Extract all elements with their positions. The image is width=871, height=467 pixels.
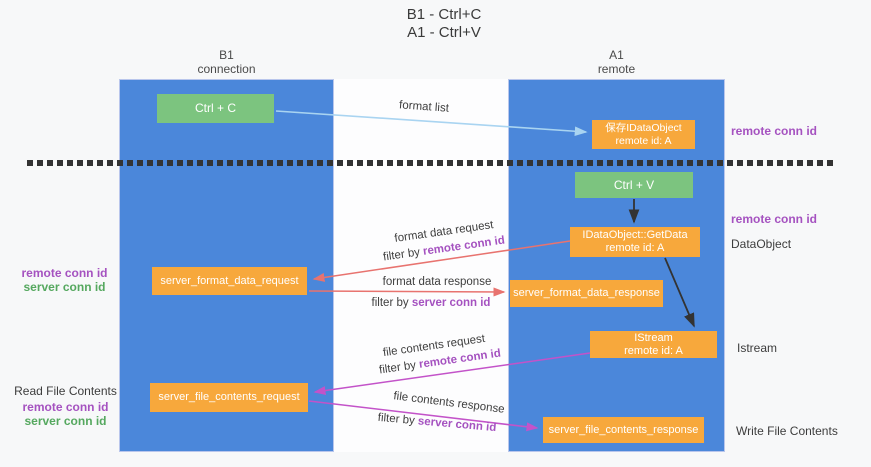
edge-label-format-data-response: format data response [382, 276, 492, 288]
node-server-format-data-response: server_format_data_response [510, 280, 663, 307]
diagram-title: B1 - Ctrl+C A1 - Ctrl+V [294, 6, 594, 42]
right-label-istream: Istream [737, 341, 778, 355]
node-getdata-line1: IDataObject::GetData [582, 229, 688, 241]
node-getdata-line2: remote id: A [605, 242, 665, 254]
node-server-file-contents-request: server_file_contents_request [150, 383, 308, 412]
node-server-format-data-request: server_format_data_request [152, 267, 307, 295]
server-conn-id-text: server conn id [411, 297, 491, 309]
legend1-remote-conn-id: remote conn id [21, 266, 108, 280]
node-istream-line2: remote id: A [624, 344, 683, 357]
left-legend-file: Read File Contents remote conn id server… [8, 384, 123, 428]
legend1-server-conn-id: server conn id [23, 280, 106, 294]
legend2-server-conn-id: server conn id [24, 414, 107, 428]
node-saved-idataobject-line1: 保存IDataObject [605, 121, 682, 134]
filter-by-text: filter by [371, 297, 412, 309]
node-format-response-label: server_format_data_response [513, 287, 660, 299]
node-ctrl-v-label: Ctrl + V [613, 177, 655, 192]
phase-divider-dashed-line [27, 160, 836, 166]
right-label-remote-conn-id-top: remote conn id [731, 124, 818, 138]
right-label-remote-conn-id-mid: remote conn id [731, 212, 818, 226]
node-format-request-label: server_format_data_request [160, 274, 299, 287]
title-line-1: B1 - Ctrl+C [406, 6, 482, 23]
node-istream: IStream remote id: A [590, 331, 717, 358]
node-ctrl-c-label: Ctrl + C [194, 101, 236, 115]
lane-a1-name: A1 [609, 48, 624, 62]
read-file-contents-label: Read File Contents [14, 384, 117, 398]
lane-header-b1: B1 connection [119, 48, 334, 76]
lane-b1-subtitle: connection [197, 62, 256, 76]
lane-a1-subtitle: remote [597, 62, 636, 76]
node-saved-idataobject: 保存IDataObject remote id: A [592, 120, 695, 149]
node-istream-line1: IStream [634, 331, 673, 344]
right-label-write-file-contents: Write File Contents [736, 424, 838, 438]
edge-label-filter-format-response: filter by server conn id [372, 297, 491, 309]
node-ctrl-v: Ctrl + V [575, 172, 693, 198]
node-server-file-contents-response: server_file_contents_response [543, 417, 704, 443]
title-line-2: A1 - Ctrl+V [407, 24, 481, 41]
right-label-dataobject: DataObject [731, 237, 792, 251]
node-ctrl-c: Ctrl + C [157, 94, 274, 123]
node-idataobject-getdata: IDataObject::GetData remote id: A [570, 227, 700, 257]
legend2-remote-conn-id: remote conn id [22, 400, 109, 414]
node-file-response-label: server_file_contents_response [548, 423, 699, 436]
node-saved-idataobject-line2: remote id: A [615, 134, 672, 147]
lane-header-a1: A1 remote [508, 48, 725, 76]
lane-b1-name: B1 [219, 48, 234, 62]
left-legend-format: remote conn id server conn id [12, 266, 117, 294]
node-file-request-label: server_file_contents_request [158, 391, 300, 403]
